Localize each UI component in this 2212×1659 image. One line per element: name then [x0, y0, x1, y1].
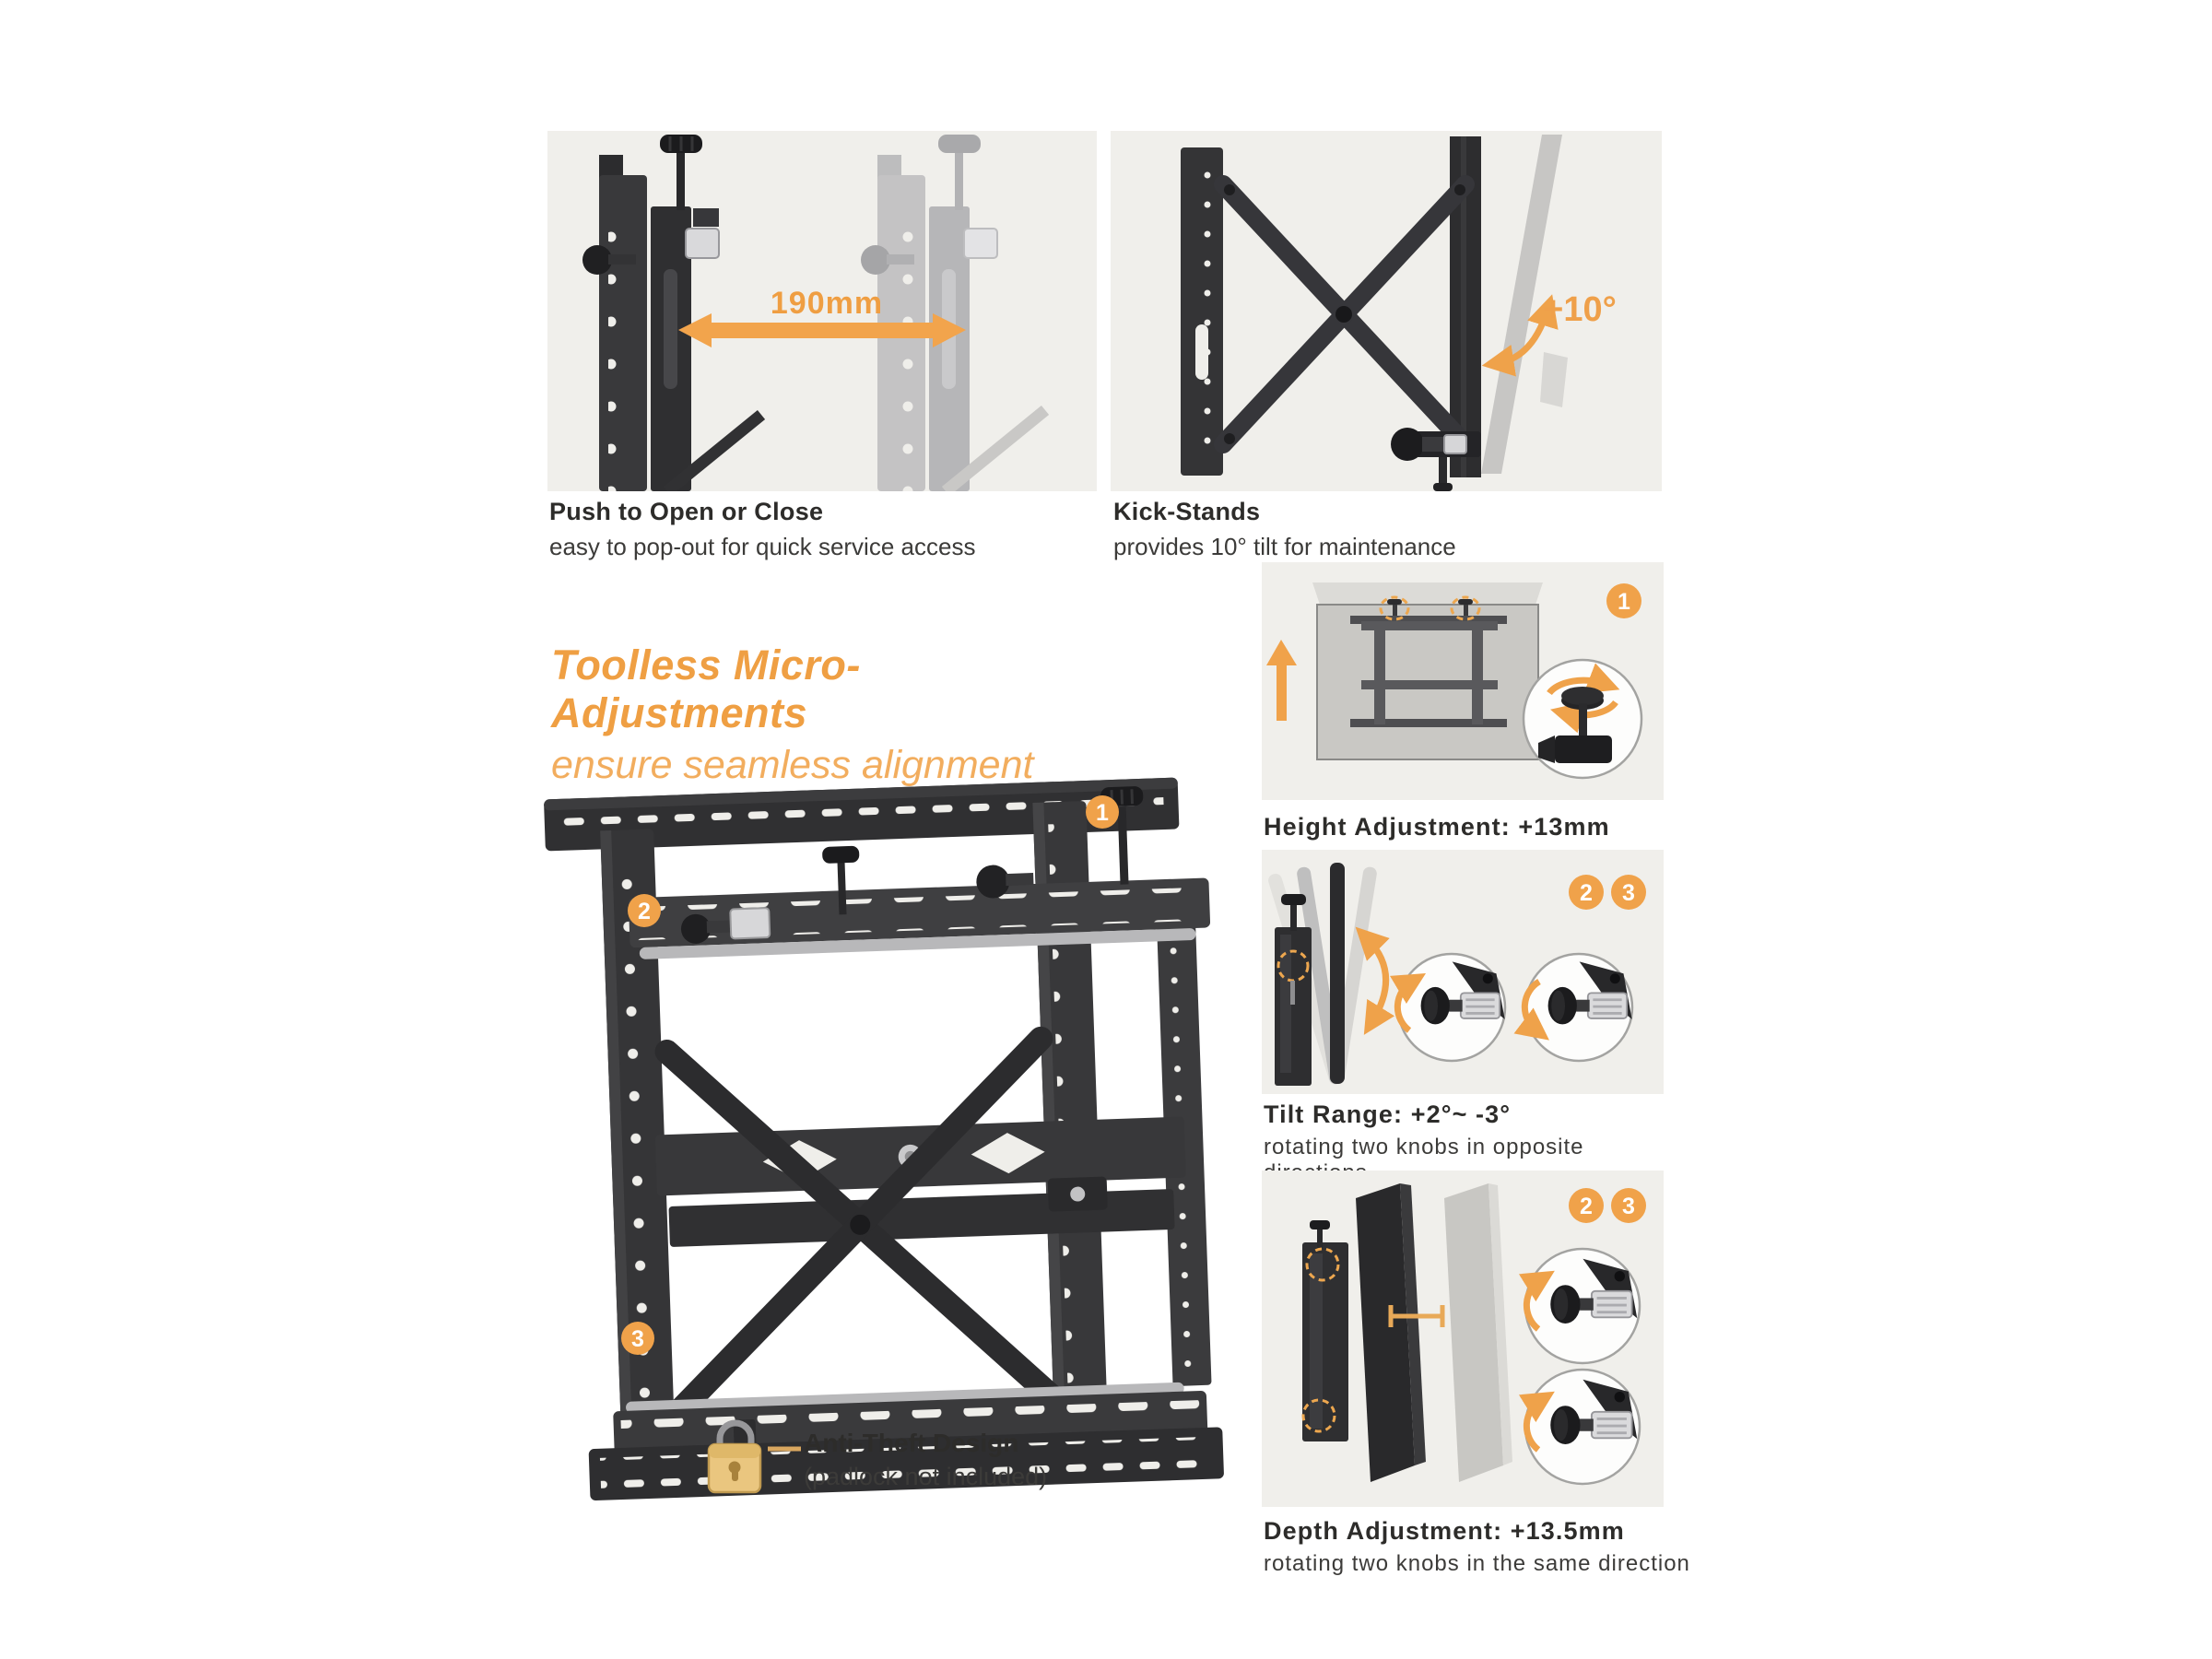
kick-stands-subtitle: provides 10° tilt for maintenance [1113, 533, 1456, 560]
kick-stands-illustration: +10° [1111, 131, 1662, 491]
knob-detail-circle-top [1518, 1247, 1641, 1365]
angle-label: +10° [1543, 290, 1617, 329]
svg-text:1: 1 [1096, 800, 1109, 826]
kick-stands-title: Kick-Stands [1113, 498, 1261, 525]
scissor-x-brace [1214, 175, 1475, 453]
heading-subtitle: ensure seamless alignment [551, 743, 1034, 787]
height-caption: Height Adjustment: +13mm [1264, 813, 1669, 841]
knob-detail-circle-left [1390, 952, 1507, 1063]
heading-title: Toolless Micro-Adjustments [551, 641, 861, 736]
top-wall-plate [544, 777, 1180, 852]
knob-detail-circle-bottom [1518, 1368, 1641, 1486]
bracket-closed [582, 135, 766, 491]
mount-silhouette [1350, 616, 1507, 727]
tilt-bracket [1275, 894, 1312, 1086]
svg-text:2: 2 [1580, 1194, 1593, 1219]
screen-slabs [1356, 1183, 1512, 1482]
tilt-range-illustration: 2 3 [1262, 850, 1664, 1094]
depth-measure-icon [1388, 1305, 1445, 1327]
wall-rail [1181, 147, 1223, 476]
padlock-icon [707, 1419, 762, 1494]
measure-label: 190mm [771, 286, 883, 321]
depth-adjustment-illustration: 2 3 [1262, 1171, 1664, 1507]
tilt-title: Tilt Range: +2°~ -3° [1264, 1100, 1512, 1128]
kick-stands-caption: Kick-Stands provides 10° tilt for mainte… [1113, 498, 1630, 561]
svg-text:3: 3 [1622, 1194, 1635, 1219]
bottom-silver-rod [626, 1382, 1184, 1414]
depth-badge-3: 3 [1611, 1188, 1646, 1223]
marker-badge-3: 3 [621, 1322, 654, 1355]
push-open-title: Push to Open or Close [549, 498, 824, 525]
marker-badge-2: 2 [628, 894, 661, 927]
knob-detail-circle-right [1513, 952, 1634, 1063]
svg-text:1: 1 [1618, 589, 1630, 615]
depth-caption: Depth Adjustment: +13.5mm rotating two k… [1264, 1517, 1697, 1577]
measure-arrow-icon [678, 313, 966, 347]
svg-text:3: 3 [631, 1326, 644, 1352]
anti-theft-subtitle: (padlock not included) [804, 1463, 1048, 1490]
depth-title: Depth Adjustment: +13.5mm [1264, 1517, 1625, 1545]
depth-adjustment-panel: 2 3 [1262, 1171, 1664, 1507]
height-title: Height Adjustment: +13mm [1264, 813, 1610, 841]
section-heading: Toolless Micro-Adjustments ensure seamle… [551, 641, 1067, 788]
svg-text:2: 2 [1580, 880, 1593, 906]
up-arrow-icon [1266, 640, 1297, 721]
tilt-arc-arrow-icon [1481, 294, 1559, 377]
depth-badge-2: 2 [1569, 1188, 1604, 1223]
adjustment-knobs [680, 786, 1144, 944]
right-column [1032, 801, 1108, 1415]
tilt-badge-2: 2 [1569, 875, 1604, 910]
height-adjustment-illustration: 1 [1262, 562, 1664, 800]
mount-body [544, 777, 1224, 1501]
tilt-arrow-icon [1355, 926, 1395, 1035]
height-adjustment-panel: 1 [1262, 562, 1664, 800]
svg-text:2: 2 [638, 899, 651, 924]
push-open-subtitle: easy to pop-out for quick service access [549, 533, 976, 560]
x-brace [654, 1026, 1065, 1423]
main-product-illustration: 1 2 3 [544, 777, 1224, 1501]
top-vesa-rail [628, 877, 1211, 959]
knob-detail-circle [1522, 658, 1643, 780]
marker-badge-1: 1 [1086, 795, 1119, 829]
push-open-panel: 190mm [547, 131, 1097, 491]
push-open-caption: Push to Open or Close easy to pop-out fo… [549, 498, 1065, 561]
top-knobs [1379, 595, 1481, 621]
left-column [600, 829, 676, 1442]
depth-bracket [1301, 1220, 1348, 1441]
depth-subtitle: rotating two knobs in the same direction [1264, 1551, 1690, 1576]
anti-theft-caption: Anti-Theft Design (padlock not included) [804, 1429, 1191, 1491]
anti-theft-title: Anti-Theft Design [804, 1429, 1019, 1457]
tilt-range-panel: 2 3 [1262, 850, 1664, 1094]
tv-top-edge [1312, 582, 1543, 605]
push-open-illustration: 190mm [547, 131, 1097, 491]
kick-stands-panel: +10° [1111, 131, 1662, 491]
lower-bar [668, 1176, 1175, 1247]
height-badge-1: 1 [1606, 583, 1641, 618]
kickstand-knob [1391, 428, 1481, 491]
svg-text:3: 3 [1622, 880, 1635, 906]
tilt-badge-3: 3 [1611, 875, 1646, 910]
